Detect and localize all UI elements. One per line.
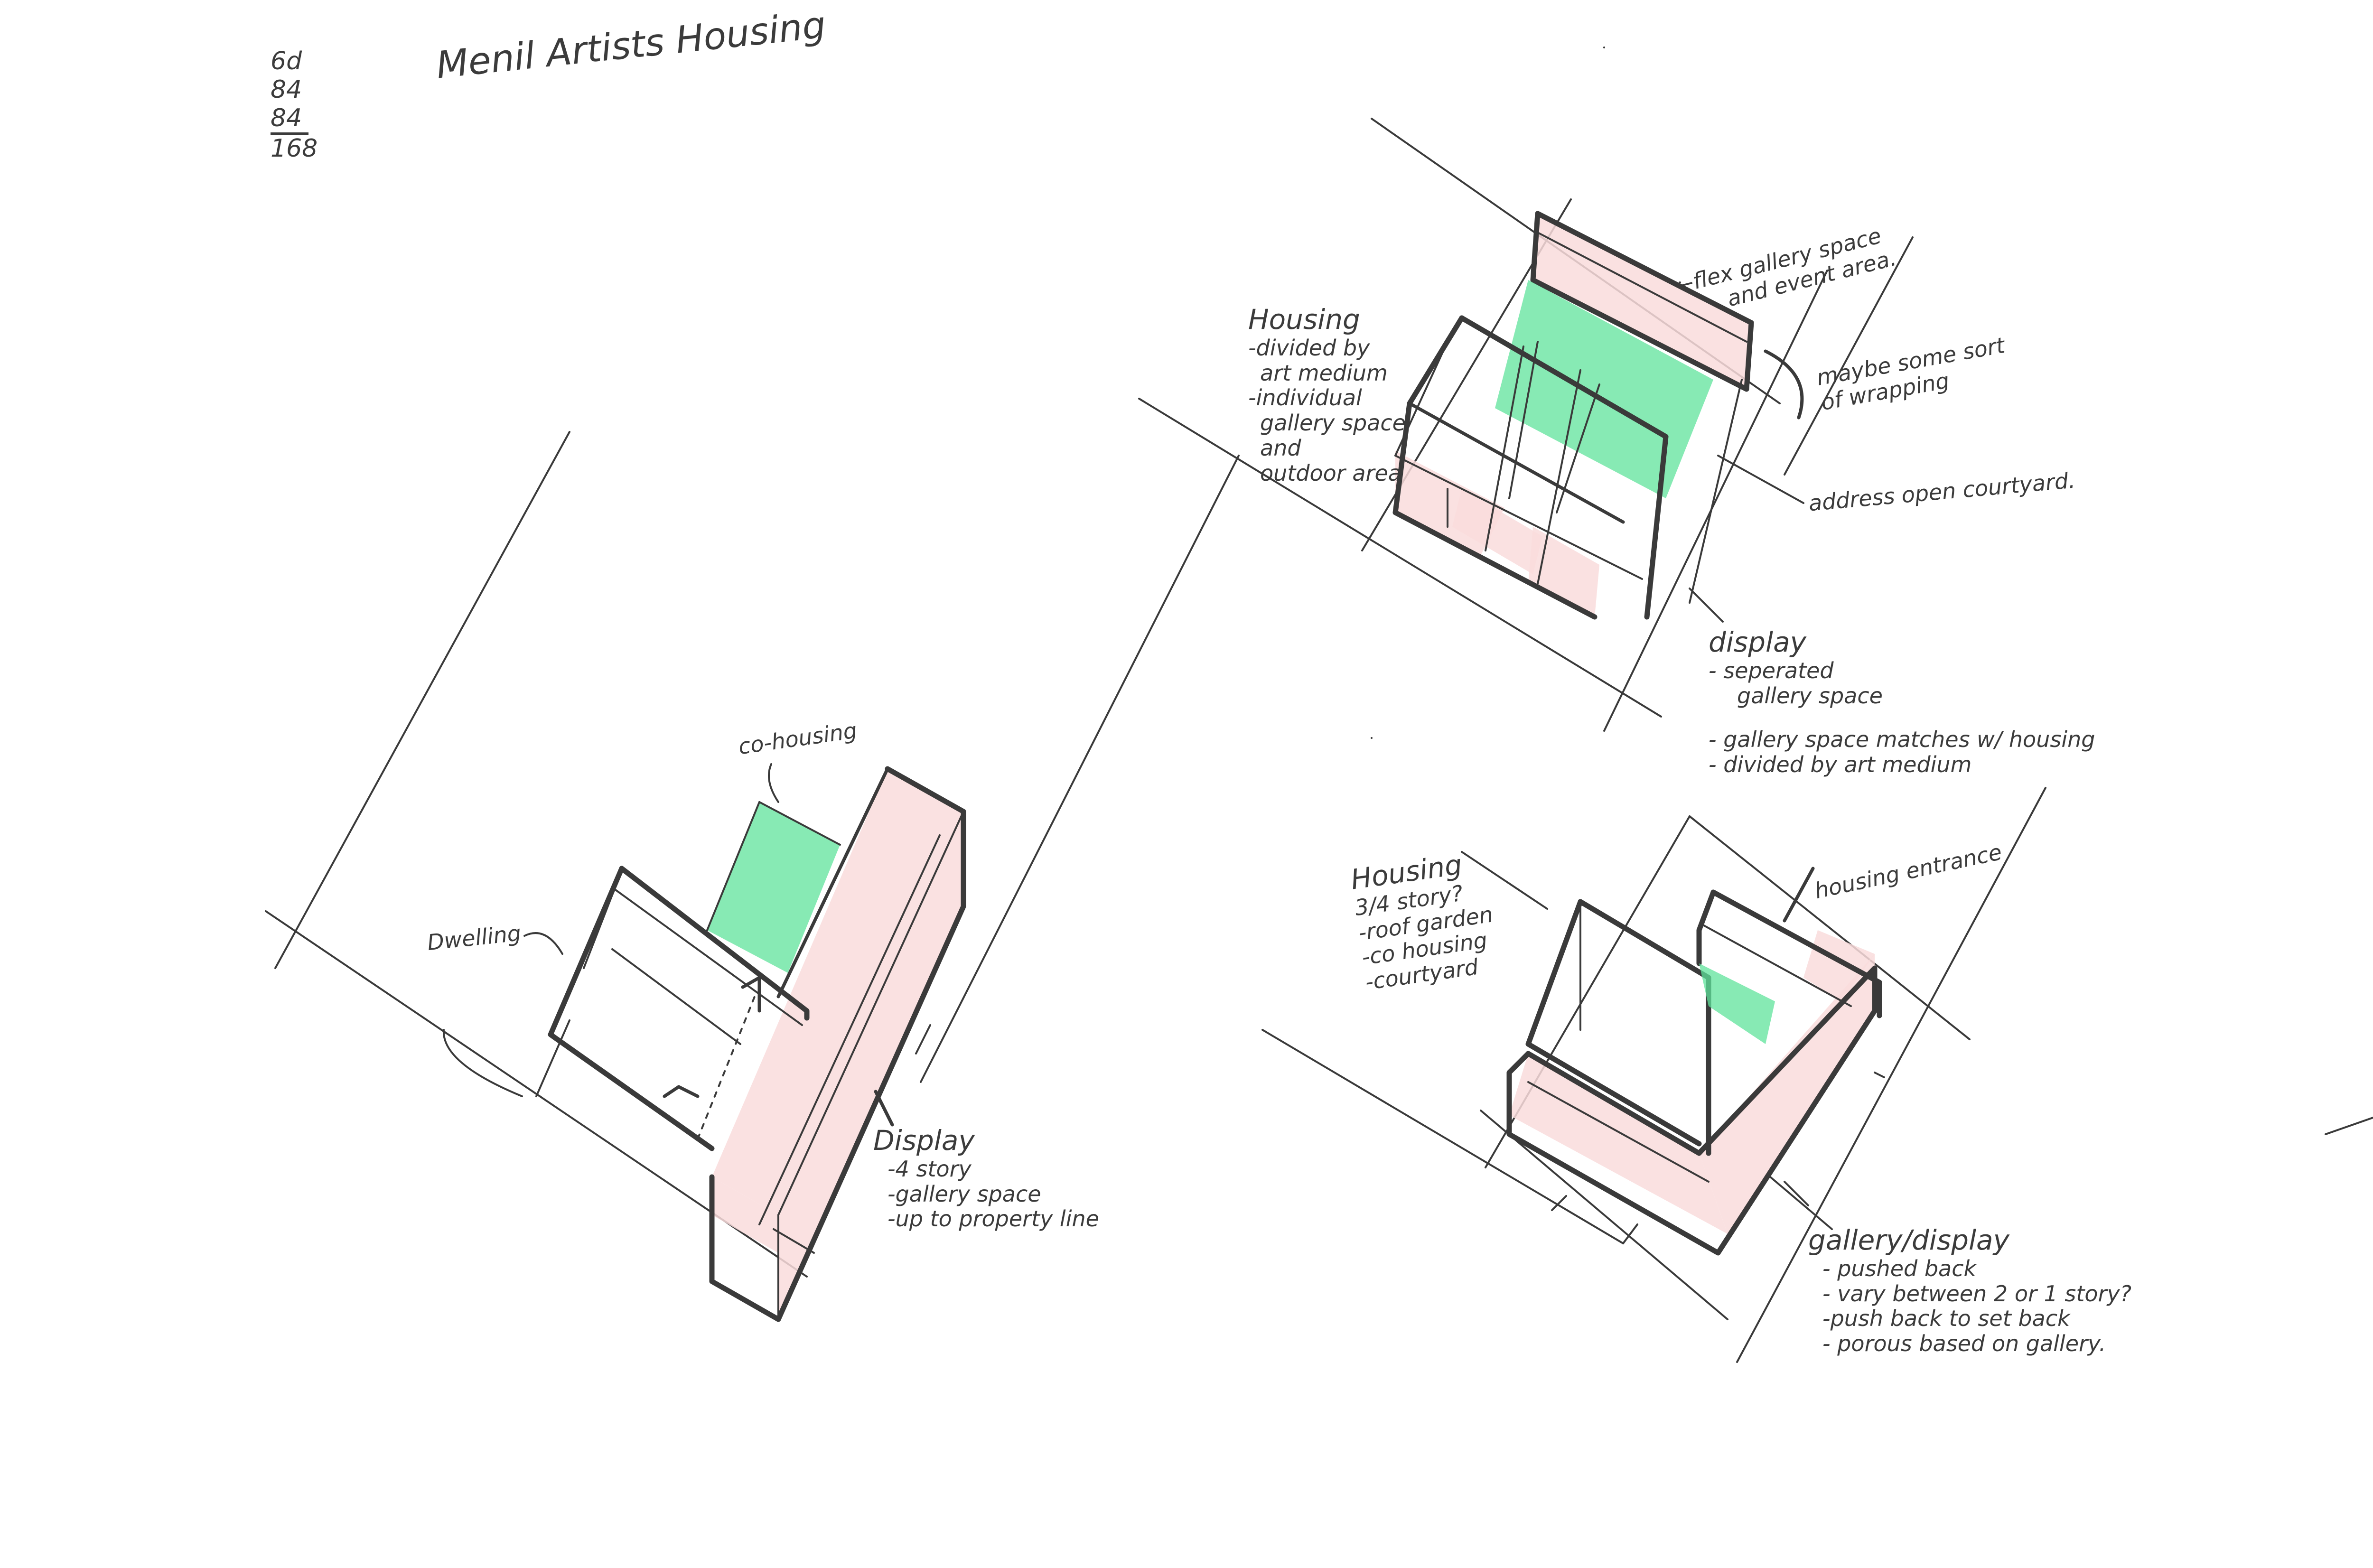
housing-note: and (1260, 435, 1301, 461)
gallery-note: - pushed back (1822, 1255, 1977, 1281)
display-note: -4 story (888, 1156, 972, 1182)
display-note: -gallery space (888, 1181, 1041, 1207)
display-note: - divided by art medium (1709, 752, 1972, 778)
gallery-heading: gallery/display (1808, 1224, 2009, 1256)
display-note: gallery space (1737, 682, 1883, 709)
gallery-note: - vary between 2 or 1 story? (1822, 1280, 2132, 1307)
calc-line: 6d (271, 47, 302, 75)
calc-line: 84 (271, 104, 308, 135)
housing-annotation-c: Housing 3/4 story? -roof garden -co hous… (1349, 845, 1502, 995)
housing-note: -individual (1248, 385, 1362, 411)
scheme-a-drawing (265, 431, 1373, 1322)
calc-line: 84 (271, 75, 302, 104)
housing-note: outdoor area (1260, 460, 1401, 486)
display-heading: display (1709, 626, 1806, 658)
gallery-note: - porous based on gallery. (1822, 1331, 2106, 1357)
scheme-c-drawing (1261, 787, 2046, 1363)
housing-note: art medium (1260, 360, 1388, 386)
housing-heading: Housing (1248, 303, 1360, 336)
display-note: - seperated (1709, 657, 1834, 683)
housing-annotation-b: Housing -divided by art medium -individu… (1248, 304, 1406, 486)
gallery-annotation-c: gallery/display - pushed back - vary bet… (1808, 1224, 2131, 1356)
display-note: -up to property line (888, 1206, 1099, 1232)
margin-calculation: 6d 84 84 168 (271, 47, 318, 163)
housing-note: -divided by (1248, 335, 1370, 361)
housing-note: gallery space (1260, 410, 1406, 436)
display-annotation-b: display - seperated gallery space - gall… (1709, 626, 2095, 777)
display-heading: Display (873, 1124, 975, 1157)
gallery-note: -push back to set back (1822, 1306, 2070, 1332)
display-note: - gallery space matches w/ housing (1709, 727, 2095, 753)
calc-total: 168 (271, 134, 318, 163)
scheme-b-drawing (1138, 47, 1914, 732)
display-annotation-a: Display -4 story -gallery space -up to p… (873, 1125, 1099, 1232)
